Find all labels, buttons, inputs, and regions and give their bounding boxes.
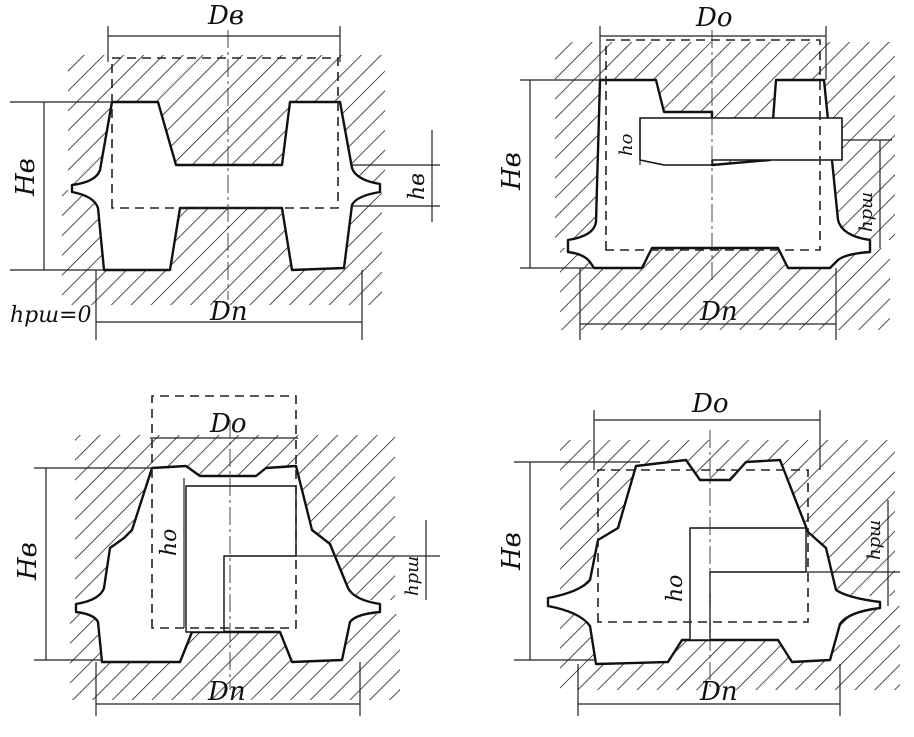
label-height: Hв xyxy=(13,542,43,581)
panel-bottom-right: Dо Dп Hв hо hрш xyxy=(497,389,900,716)
die-cavity-outline xyxy=(151,395,297,629)
label-gap: hв xyxy=(405,173,430,200)
label-top-diameter: Dо xyxy=(209,409,247,439)
label-height: Hв xyxy=(11,158,41,197)
label-flash: hрш xyxy=(402,556,423,596)
label-top-diameter: Dо xyxy=(695,3,733,33)
label-top-diameter: Dо xyxy=(691,389,729,419)
label-bottom-diameter: Dп xyxy=(209,297,248,327)
panel-top-left: Dв Dп Hв hв hрш=0 xyxy=(10,1,440,340)
label-inner-height: hо xyxy=(616,133,637,156)
panel-top-right: Dо Dп Hв hо hрш xyxy=(497,3,895,340)
panel-bottom-left: Dо Dп Hв hо hрш xyxy=(13,395,440,716)
label-flash: hрш xyxy=(864,520,885,560)
web-block xyxy=(639,117,843,166)
label-flash: hрш xyxy=(856,192,877,232)
label-bottom-diameter: Dп xyxy=(699,297,738,327)
label-inner-height: hо xyxy=(157,529,182,556)
label-height: Hв xyxy=(497,152,527,191)
die-cavity-outline xyxy=(597,469,809,623)
label-bottom-diameter: Dп xyxy=(699,677,738,707)
forging-profile xyxy=(70,100,382,272)
label-top-diameter: Dв xyxy=(207,1,244,31)
die-cavity-outline xyxy=(111,57,339,209)
label-height: Hв xyxy=(497,532,527,571)
die-cavity-outline xyxy=(605,39,821,251)
label-bottom-diameter: Dп xyxy=(207,677,246,707)
label-flash-zero: hрш=0 xyxy=(10,303,92,328)
label-inner-height: hо xyxy=(663,575,688,602)
